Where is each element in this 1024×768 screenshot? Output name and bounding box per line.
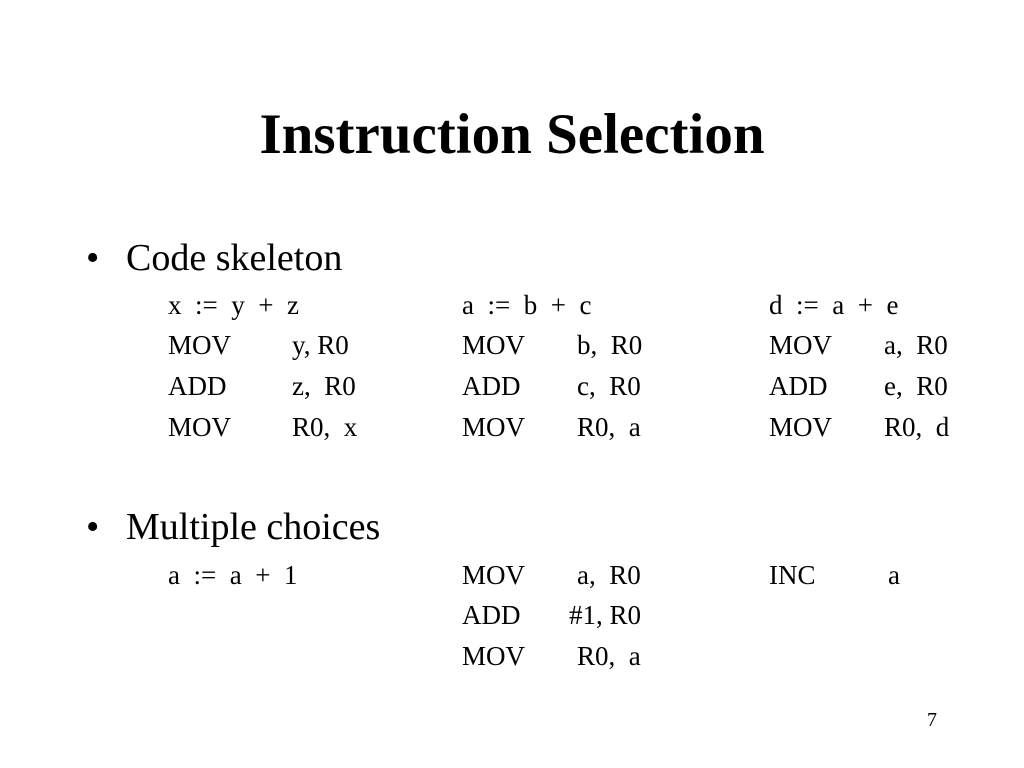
instr-op: ADD bbox=[168, 371, 227, 401]
instr-args: y, R0 bbox=[292, 330, 349, 360]
bullet-code-skeleton: • Code skeleton bbox=[86, 235, 342, 281]
bullet-multiple-choices: • Multiple choices bbox=[86, 504, 380, 550]
instr-op: MOV bbox=[769, 330, 833, 360]
instr-args: a bbox=[888, 560, 900, 590]
instr-args: a, R0 bbox=[884, 330, 948, 360]
bullet-dot: • bbox=[86, 237, 100, 279]
statement-d: d := a + e bbox=[769, 290, 899, 320]
instr-args: R0, a bbox=[577, 641, 641, 671]
instr-op: ADD bbox=[462, 371, 521, 401]
instr-args: a, R0 bbox=[577, 560, 641, 590]
instr-op: MOV bbox=[462, 412, 526, 442]
bullet-heading: Code skeleton bbox=[126, 237, 343, 279]
instr-op: MOV bbox=[769, 412, 833, 442]
instr-args: R0, d bbox=[884, 412, 950, 442]
instr-op: ADD bbox=[769, 371, 828, 401]
instr-op: MOV bbox=[168, 412, 232, 442]
bullet-dot: • bbox=[86, 506, 100, 548]
instr-args: z, R0 bbox=[292, 371, 356, 401]
statement-x: x := y + z bbox=[168, 290, 299, 320]
statement-a: a := b + c bbox=[462, 290, 592, 320]
instr-args: R0, x bbox=[292, 412, 358, 442]
instr-op: ADD bbox=[462, 600, 521, 630]
instr-args: b, R0 bbox=[577, 330, 643, 360]
slide-title: Instruction Selection bbox=[259, 103, 765, 166]
instr-args: #1, R0 bbox=[569, 600, 642, 630]
instr-op: MOV bbox=[168, 330, 232, 360]
statement-increment: a := a + 1 bbox=[168, 560, 298, 590]
instr-args: e, R0 bbox=[884, 371, 948, 401]
instr-args: c, R0 bbox=[577, 371, 641, 401]
instr-op: MOV bbox=[462, 560, 526, 590]
instr-op: MOV bbox=[462, 641, 526, 671]
bullet-heading: Multiple choices bbox=[126, 506, 381, 548]
instr-op: INC bbox=[769, 560, 816, 590]
instr-args: R0, a bbox=[577, 412, 641, 442]
instr-op: MOV bbox=[462, 330, 526, 360]
page-number: 7 bbox=[927, 709, 937, 731]
